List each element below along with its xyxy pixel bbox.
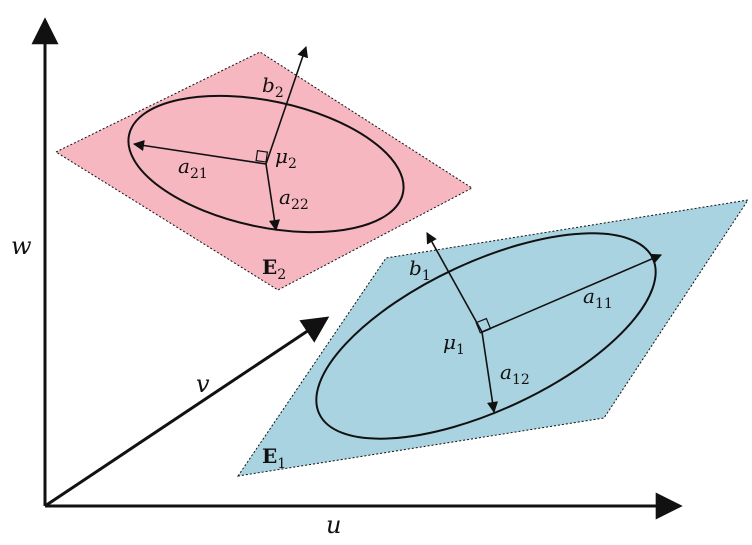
label-b2: b2	[262, 73, 284, 101]
label-a11: a11	[583, 284, 613, 312]
vector-b1	[426, 232, 483, 333]
label-a21: a21	[178, 154, 208, 182]
axis-v	[44, 316, 330, 508]
axes: w u v	[11, 17, 683, 539]
ellipse-e2	[127, 94, 405, 234]
plane-e1-surface	[236, 199, 750, 477]
axis-label-u: u	[326, 511, 341, 539]
label-a12: a12	[500, 360, 530, 388]
plane-e1: b1 μ1 a11 a12 E1	[236, 199, 750, 477]
vector-b2	[265, 45, 309, 165]
vector-a22	[265, 163, 281, 232]
axis-label-v: v	[196, 370, 210, 398]
vector-a21	[132, 139, 267, 165]
axis-label-w: w	[11, 232, 32, 260]
label-mu1: μ1	[443, 330, 465, 358]
right-angle-mark-e1	[475, 317, 492, 334]
vector-a12	[481, 331, 499, 414]
plane-e2: b2 μ2 a21 a22 E2	[54, 45, 473, 291]
label-plane-e2: E2	[262, 255, 286, 283]
vector-a11	[481, 253, 663, 333]
plane-e2-surface	[54, 51, 473, 291]
right-angle-mark-e2	[255, 150, 269, 163]
label-a22: a22	[279, 185, 309, 213]
label-plane-e1: E1	[262, 444, 286, 472]
label-mu2: μ2	[275, 144, 297, 172]
label-b1: b1	[409, 256, 431, 284]
